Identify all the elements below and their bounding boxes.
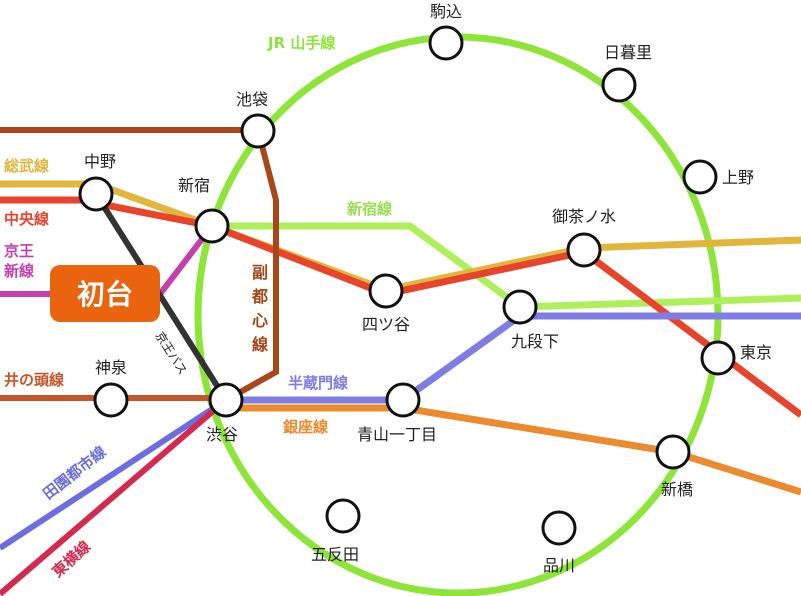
- hatsudai-label: 初台: [77, 278, 133, 311]
- keio-bus-line: [93, 192, 229, 402]
- label-fukutoshin-1: 都: [251, 287, 268, 306]
- toyoko-line: [0, 397, 228, 596]
- label-fukutoshin-0: 副: [252, 263, 268, 282]
- station-shinbashi[interactable]: [655, 434, 691, 470]
- label-shinjuku-line: 新宿線: [347, 200, 392, 218]
- label-yamanote: JR 山手線: [267, 34, 335, 52]
- label-hanzomon: 半蔵門線: [288, 374, 348, 392]
- station-shinjuku[interactable]: [194, 208, 230, 244]
- label-chuo: 中央線: [4, 210, 49, 228]
- station-nippori[interactable]: [601, 67, 637, 103]
- label-nakano: 中野: [84, 152, 116, 171]
- ginza-line: [226, 404, 801, 496]
- label-denentoshi: 田園都市線: [39, 443, 109, 503]
- label-fukutoshin-3: 線: [252, 335, 268, 354]
- label-keio-1: 京王: [4, 242, 34, 260]
- label-sobu: 総武線: [4, 157, 49, 175]
- chuo-line: [0, 196, 801, 418]
- label-fukutoshin-2: 心: [252, 311, 268, 330]
- label-ikebukuro: 池袋: [236, 90, 268, 109]
- station-tokyo[interactable]: [700, 340, 736, 376]
- station-shinagawa[interactable]: [541, 510, 577, 546]
- label-kudanshita: 九段下: [511, 332, 559, 351]
- label-shinsen: 神泉: [95, 358, 127, 377]
- station-shinsen[interactable]: [93, 382, 129, 418]
- hanzomon-line: [226, 312, 801, 404]
- station-gotanda[interactable]: [325, 498, 361, 534]
- label-inokashira: 井の頭線: [4, 371, 64, 389]
- fukutoshin-line: [0, 127, 279, 403]
- station-ikebukuro[interactable]: [240, 113, 276, 149]
- station-komagome[interactable]: [428, 25, 464, 61]
- label-shinagawa: 品川: [543, 556, 575, 575]
- label-gotanda: 五反田: [311, 545, 359, 564]
- label-shibuya: 渋谷: [206, 425, 238, 444]
- label-ginza: 銀座線: [283, 418, 328, 436]
- denentoshi-line: [0, 397, 228, 551]
- station-yotsuya[interactable]: [368, 273, 404, 309]
- station-shibuya[interactable]: [208, 382, 244, 418]
- label-aoyama: 青山一丁目: [357, 425, 437, 444]
- station-kudanshita[interactable]: [502, 289, 538, 325]
- label-shinbashi: 新橋: [661, 480, 693, 499]
- label-shinjuku: 新宿: [178, 176, 210, 195]
- label-yotsuya: 四ツ谷: [362, 315, 410, 334]
- station-ueno[interactable]: [682, 159, 718, 195]
- label-nippori: 日暮里: [604, 43, 652, 62]
- label-ochanomizu: 御茶ノ水: [552, 207, 616, 226]
- shinjuku-line: [212, 222, 801, 311]
- station-nakano[interactable]: [78, 176, 114, 212]
- station-ochanomizu[interactable]: [566, 232, 602, 268]
- station-aoyama[interactable]: [385, 382, 421, 418]
- label-keio-2: 新線: [4, 262, 34, 280]
- label-tokyo: 東京: [740, 343, 772, 362]
- label-komagome: 駒込: [430, 2, 462, 21]
- label-ueno: 上野: [722, 168, 754, 187]
- hatsudai-box[interactable]: [50, 265, 160, 322]
